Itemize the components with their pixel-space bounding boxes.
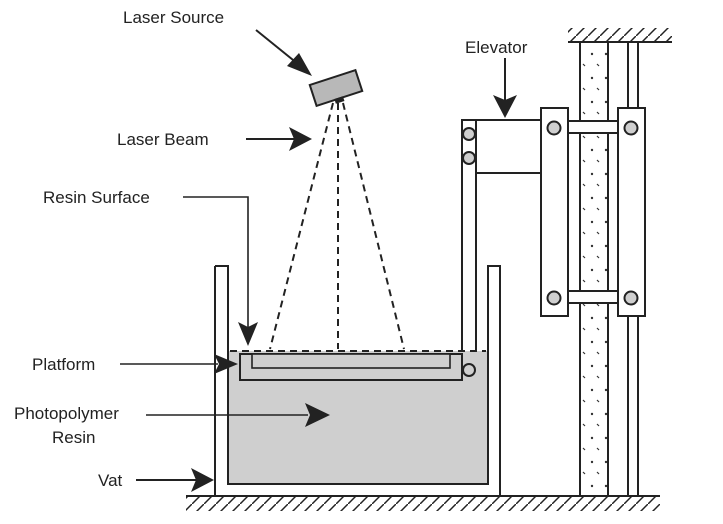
arrow-laser-source — [255, 29, 312, 76]
label-photopolymer: Photopolymer — [14, 404, 119, 423]
label-vat: Vat — [98, 471, 123, 490]
elevator-column — [579, 41, 639, 497]
arrow-elevator — [493, 58, 517, 118]
ceiling — [568, 28, 672, 43]
arrow-laser-beam — [246, 127, 312, 151]
label-resin-surface: Resin Surface — [43, 188, 150, 207]
ground — [186, 495, 660, 511]
arrow-platform — [120, 354, 238, 374]
arrow-photopolymer — [146, 403, 330, 427]
laser-source — [308, 68, 364, 108]
elevator-arm — [461, 119, 542, 395]
label-laser-beam: Laser Beam — [117, 130, 209, 149]
label-laser-source: Laser Source — [123, 8, 224, 27]
arrow-vat — [136, 468, 214, 492]
label-platform: Platform — [32, 355, 95, 374]
arrow-resin-surface — [183, 196, 258, 346]
label-elevator: Elevator — [465, 38, 528, 57]
build-platform — [239, 353, 476, 381]
laser-beam — [269, 102, 405, 350]
elevator-carriage — [540, 107, 646, 317]
label-resin: Resin — [52, 428, 95, 447]
